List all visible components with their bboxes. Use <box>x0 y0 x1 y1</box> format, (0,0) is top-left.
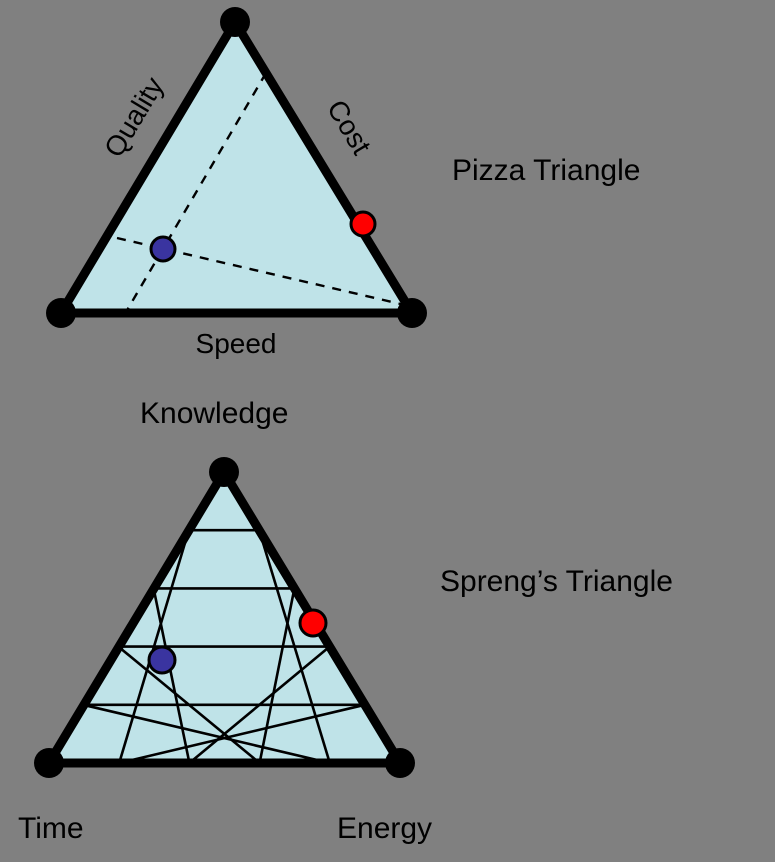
grid-r-4 <box>118 703 366 763</box>
median-from-top <box>124 72 268 313</box>
spreng-triangle-shape <box>44 467 405 768</box>
grid-l-3 <box>117 645 261 763</box>
grid-l-1 <box>117 529 191 763</box>
median-from-left <box>116 236 406 307</box>
spreng-bottom-right-label: Energy <box>337 812 432 845</box>
spreng-grid-lines <box>82 528 366 763</box>
pizza-triangle-group: Quality Cost Speed Pizza Triangle <box>46 7 640 359</box>
pizza-blue-marker[interactable] <box>149 235 177 263</box>
spreng-top-corner-label: Knowledge <box>140 397 288 430</box>
pizza-vertex-top <box>220 7 250 37</box>
pizza-triangle-shape <box>56 17 417 318</box>
pizza-right-edge-label: Cost <box>321 94 377 160</box>
spreng-vertex-bottom-left <box>34 748 64 778</box>
grid-r-2 <box>258 588 296 763</box>
spreng-vertex-bottom-right <box>385 748 415 778</box>
pizza-triangle-title: Pizza Triangle <box>452 154 640 187</box>
spreng-blue-marker[interactable] <box>147 645 177 675</box>
grid-l-4 <box>82 703 331 763</box>
spreng-vertex-top <box>209 457 239 487</box>
pizza-bottom-edge-label: Speed <box>196 328 277 359</box>
grid-r-3 <box>188 645 331 763</box>
spreng-red-marker[interactable] <box>298 608 328 638</box>
spreng-bottom-left-label: Time <box>18 812 84 845</box>
spreng-triangle-group: Spreng’s Triangle Time Energy <box>18 457 673 845</box>
grid-l-2 <box>152 588 191 763</box>
pizza-red-marker[interactable] <box>349 210 377 238</box>
spreng-triangle-title: Spreng’s Triangle <box>440 565 673 598</box>
pizza-median-lines <box>116 72 406 313</box>
pizza-vertex-bottom-left <box>46 298 76 328</box>
grid-r-1 <box>257 529 332 763</box>
pizza-vertex-bottom-right <box>397 298 427 328</box>
